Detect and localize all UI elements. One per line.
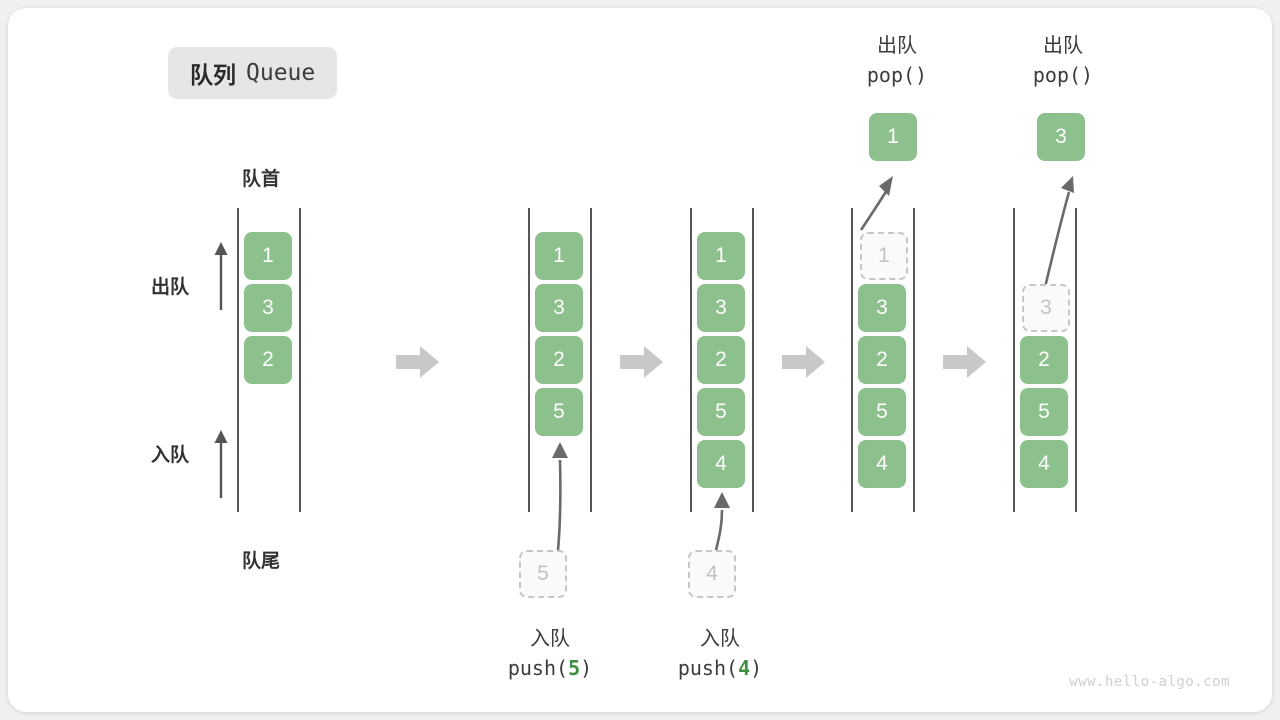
col4-cell-4: 4 xyxy=(858,440,906,488)
col2-rail-right xyxy=(590,208,592,512)
title-english: Queue xyxy=(246,60,316,86)
col4-cell-1: 3 xyxy=(858,284,906,332)
step-arrow-3-icon xyxy=(782,346,825,378)
col2-cell-2: 2 xyxy=(535,336,583,384)
col3-caption-cn: 入队 xyxy=(700,628,740,650)
col1-rail-left xyxy=(237,208,239,512)
col2-cell-0: 1 xyxy=(535,232,583,280)
diagram-title-badge: 队列 Queue xyxy=(168,47,338,99)
step-arrow-1-icon xyxy=(396,346,439,378)
step-arrow-4-icon xyxy=(943,346,986,378)
col1-cell-2: 2 xyxy=(244,336,292,384)
col2-caption-code: push(5) xyxy=(507,656,593,680)
col2-caption-cn: 入队 xyxy=(530,628,570,650)
col5-cell-1-ghost: 3 xyxy=(1022,284,1070,332)
enqueue-arrow-icon xyxy=(214,430,228,498)
col4-pop-caption-code: pop() xyxy=(866,63,928,87)
watermark: www.hello-algo.com xyxy=(1069,674,1230,690)
col4-rail-left xyxy=(851,208,853,512)
col2-cell-1: 3 xyxy=(535,284,583,332)
col1-cell-1: 3 xyxy=(244,284,292,332)
col5-popped-cell: 3 xyxy=(1037,113,1085,161)
col4-pop-caption: 出队 pop() xyxy=(832,33,962,90)
col5-pop-caption-cn: 出队 xyxy=(1043,35,1083,57)
col1-rail-right xyxy=(299,208,301,512)
col3-cell-2: 2 xyxy=(697,336,745,384)
col5-pop-caption: 出队 pop() xyxy=(998,33,1128,90)
dequeue-label: 出队 xyxy=(151,277,190,298)
diagram-card: 队列 Queue 队首 队尾 出队 入队 1 3 2 1 3 2 5 5 入队 … xyxy=(8,8,1272,712)
col3-incoming-ghost: 4 xyxy=(688,550,736,598)
col3-rail-left xyxy=(690,208,692,512)
col4-popped-cell: 1 xyxy=(869,113,917,161)
col3-caption-code: push(4) xyxy=(677,656,763,680)
col3-cell-4: 4 xyxy=(697,440,745,488)
enqueue-label: 入队 xyxy=(151,445,190,466)
col4-pop-arrow-icon xyxy=(859,176,893,231)
col3-cell-0: 1 xyxy=(697,232,745,280)
col5-cell-2: 2 xyxy=(1020,336,1068,384)
col5-cell-4: 4 xyxy=(1020,440,1068,488)
col3-caption: 入队 push(4) xyxy=(640,626,800,683)
queue-tail-label: 队尾 xyxy=(242,551,281,572)
col4-pop-caption-cn: 出队 xyxy=(877,35,917,57)
diagram-stage: 队列 Queue 队首 队尾 出队 入队 1 3 2 1 3 2 5 5 入队 … xyxy=(8,8,1272,712)
dequeue-arrow-icon xyxy=(214,242,228,310)
col5-rail-left xyxy=(1013,208,1015,512)
col3-cell-1: 3 xyxy=(697,284,745,332)
col3-caption-value: 4 xyxy=(738,656,751,680)
col5-pop-arrow-icon xyxy=(1041,176,1074,297)
col2-caption: 入队 push(5) xyxy=(470,626,630,683)
col4-cell-0-ghost: 1 xyxy=(860,232,908,280)
col2-incoming-ghost: 5 xyxy=(519,550,567,598)
title-chinese: 队列 xyxy=(190,62,236,88)
col5-cell-3: 5 xyxy=(1020,388,1068,436)
step-arrow-2-icon xyxy=(620,346,663,378)
col4-cell-3: 5 xyxy=(858,388,906,436)
col5-pop-caption-code: pop() xyxy=(1032,63,1094,87)
col4-rail-right xyxy=(913,208,915,512)
col2-rail-left xyxy=(528,208,530,512)
col3-rail-right xyxy=(752,208,754,512)
col1-cell-0: 1 xyxy=(244,232,292,280)
col2-push-arrow-icon xyxy=(552,442,568,551)
queue-head-label: 队首 xyxy=(242,169,281,190)
col3-push-arrow-icon xyxy=(714,492,730,551)
col3-cell-3: 5 xyxy=(697,388,745,436)
col4-cell-2: 2 xyxy=(858,336,906,384)
col2-caption-value: 5 xyxy=(568,656,581,680)
col2-cell-3: 5 xyxy=(535,388,583,436)
col5-rail-right xyxy=(1075,208,1077,512)
